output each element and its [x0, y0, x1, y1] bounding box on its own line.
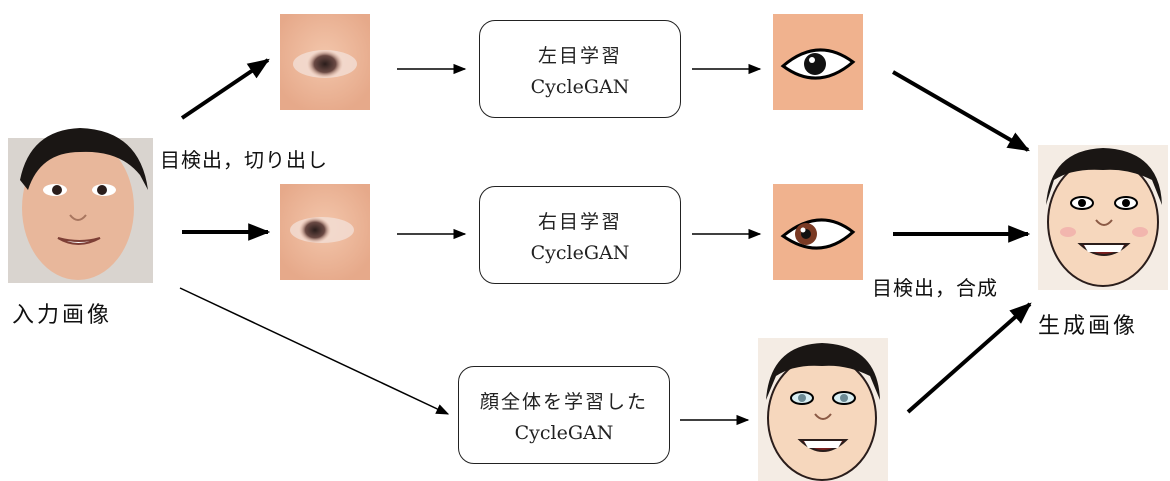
arrow-input-to-face-box [180, 288, 448, 414]
crop-step-label: 目検出，切り出し [160, 144, 328, 173]
arrow-input-to-left-eye [182, 60, 268, 118]
full-face-box-title: 顔全体を学習した [480, 387, 648, 414]
full-face-cyclegan-box: 顔全体を学習した CycleGAN [458, 366, 670, 464]
output-image-label: 生成画像 [1038, 308, 1138, 340]
left-eye-box-title: 左目学習 [538, 41, 622, 68]
full-face-box-model: CycleGAN [515, 422, 614, 444]
right-eye-cyclegan-box: 右目学習 CycleGAN [479, 186, 681, 284]
arrow-face-cartoon-to-output [908, 304, 1030, 412]
left-eye-crop [280, 14, 370, 110]
left-eye-cartoon [773, 14, 863, 110]
right-eye-box-title: 右目学習 [538, 207, 622, 234]
left-eye-cyclegan-box: 左目学習 CycleGAN [479, 20, 681, 118]
merge-step-label: 目検出，合成 [872, 272, 998, 301]
full-face-cartoon [758, 338, 888, 481]
input-face-photo [8, 128, 153, 283]
input-image-label: 入力画像 [12, 297, 112, 329]
right-eye-box-model: CycleGAN [531, 242, 630, 264]
left-eye-box-model: CycleGAN [531, 76, 630, 98]
arrow-left-cartoon-to-output [893, 72, 1028, 150]
right-eye-crop [280, 184, 370, 280]
output-cartoon-face [1038, 145, 1168, 290]
right-eye-cartoon [773, 184, 863, 280]
